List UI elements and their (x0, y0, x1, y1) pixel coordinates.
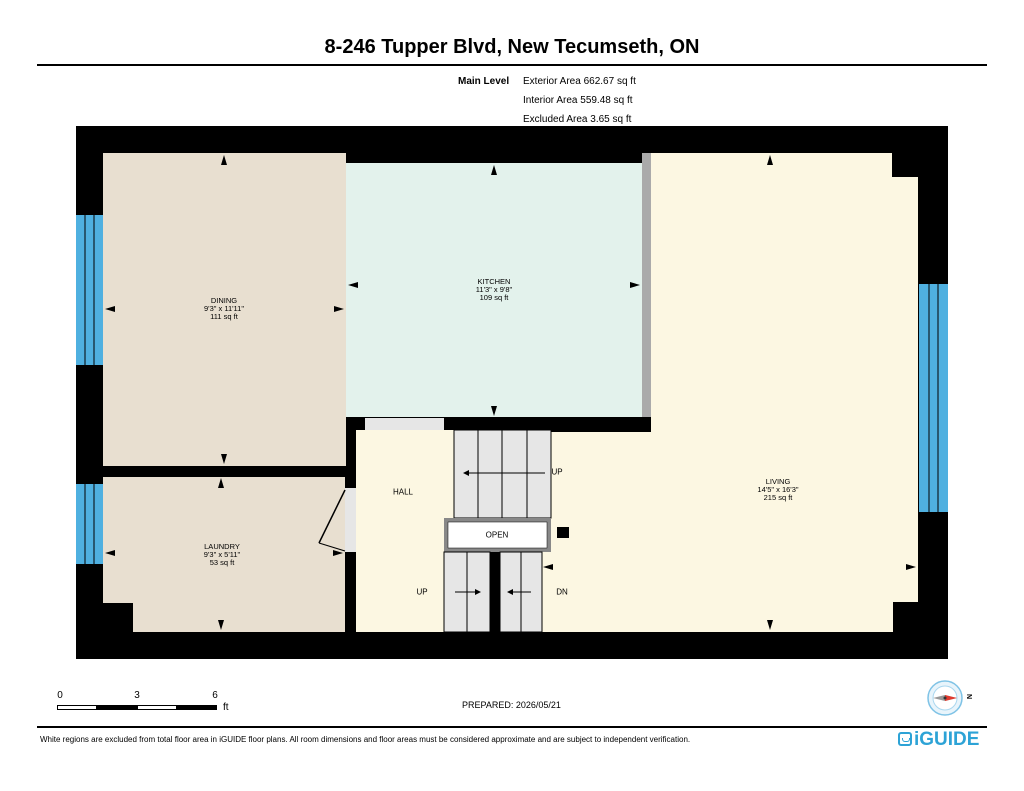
stair-divider (490, 552, 500, 632)
doorway-threshold (365, 418, 444, 430)
scale-unit: ft (223, 702, 229, 713)
brand-logo: iGUIDE (898, 729, 979, 751)
stairs-lower-down (499, 551, 543, 633)
prepared-date: PREPARED: 2026/05/21 (462, 700, 561, 710)
column-post (557, 527, 569, 538)
laundry-door (318, 489, 346, 544)
excluded-area: Excluded Area 3.65 sq ft (523, 114, 632, 125)
laundry-door-swing (318, 542, 346, 552)
open-area (447, 521, 548, 549)
living-floor (542, 153, 918, 632)
logo-icon (898, 732, 912, 746)
room-label-hall: HALL (392, 487, 414, 497)
kitchen-floor (346, 163, 642, 417)
window-laundry (76, 484, 103, 564)
level-name: Main Level (458, 76, 510, 87)
interior-area: Interior Area 559.48 sq ft (523, 95, 633, 106)
laundry-floor (103, 477, 345, 632)
plan-title: 8-246 Tupper Blvd, New Tecumseth, ON (324, 36, 700, 58)
footer-rule (37, 726, 987, 728)
disclaimer: White regions are excluded from total fl… (40, 735, 691, 744)
stairs-upper (453, 429, 552, 519)
dimension-markers (105, 155, 916, 630)
open-label: OPEN (485, 530, 509, 540)
scale-tick-0: 0 (57, 690, 63, 701)
header-rule (37, 64, 987, 66)
kitchen-partition (642, 153, 651, 417)
window-dining (76, 215, 103, 365)
exterior-area: Exterior Area 662.67 sq ft (523, 76, 636, 87)
brand-name: iGUIDE (914, 729, 980, 750)
stair-label-up-lower: UP (416, 587, 428, 597)
stair-label-up-upper: UP (551, 467, 563, 477)
compass-icon (927, 680, 963, 716)
scale-tick-6: 6 (212, 690, 218, 701)
scale-bar: 0 3 6 ft (57, 690, 247, 720)
stair-label-down: DN (556, 587, 568, 597)
compass-north-label: N (965, 693, 973, 700)
stairs-lower-up (443, 551, 491, 633)
dining-floor (103, 153, 346, 466)
scale-tick-3: 3 (134, 690, 140, 701)
laundry-doorway (345, 488, 356, 552)
window-living (919, 284, 948, 512)
